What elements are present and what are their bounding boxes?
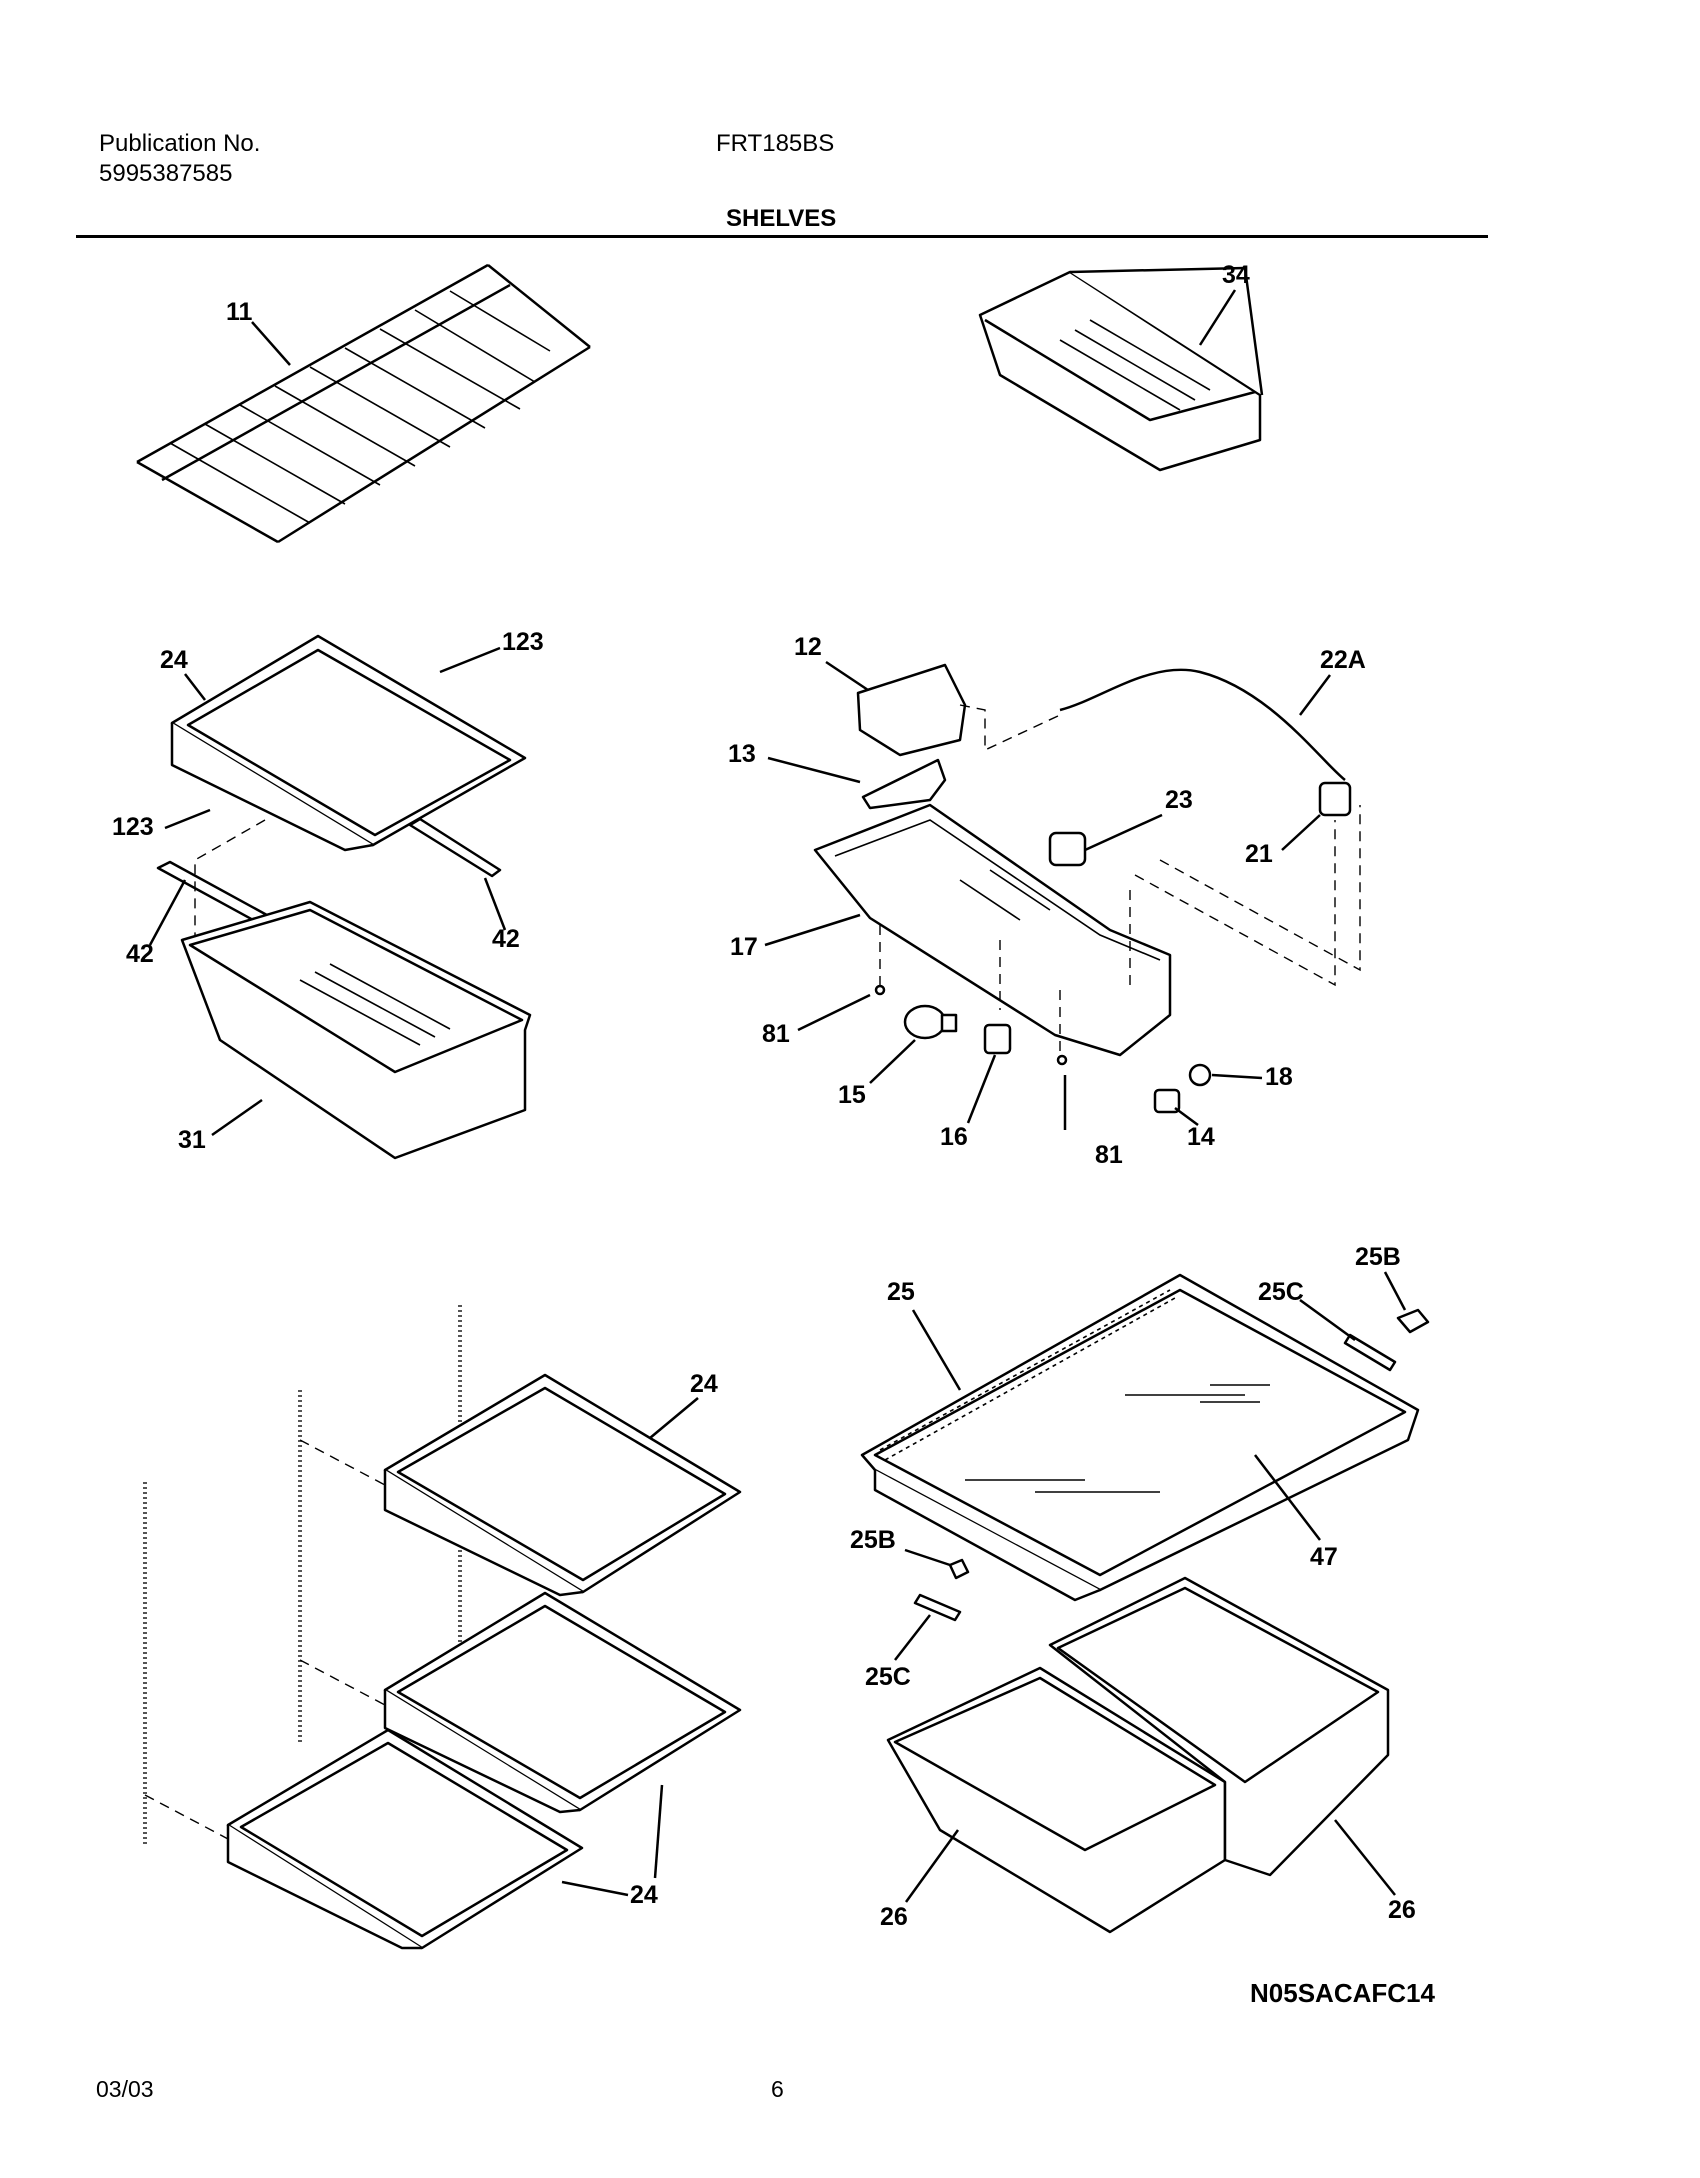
bracket-25C-bottom	[913, 1593, 962, 1622]
pan-31	[180, 900, 532, 1160]
callout-26-right: 26	[1388, 1896, 1416, 1924]
socket-16	[983, 1023, 1012, 1055]
callout-22A: 22A	[1320, 646, 1366, 674]
callout-17: 17	[730, 933, 758, 961]
callout-13: 13	[728, 740, 756, 768]
glass-shelf-24-middle	[383, 1591, 742, 1814]
diagram-code: N05SACAFC14	[1250, 1978, 1435, 2008]
bracket-25C-top	[1343, 1333, 1397, 1372]
clip-25B-top	[1396, 1308, 1430, 1334]
callout-25B-top: 25B	[1355, 1243, 1401, 1271]
callout-47: 47	[1310, 1543, 1338, 1571]
callout-25: 25	[887, 1278, 915, 1306]
glass-shelf-24	[170, 634, 527, 852]
callout-15: 15	[838, 1081, 866, 1109]
callout-81-bottom: 81	[1095, 1141, 1123, 1169]
callout-25B-bottom: 25B	[850, 1526, 896, 1554]
callout-12: 12	[794, 633, 822, 661]
header-rule	[76, 235, 1488, 238]
callout-18: 18	[1265, 1063, 1293, 1091]
callout-21: 21	[1245, 840, 1273, 868]
publication-label: Publication No.	[99, 130, 261, 157]
callout-24-lower: 24	[630, 1881, 658, 1909]
crisper-26-left	[886, 1666, 1227, 1934]
crisper-26-right	[1048, 1576, 1390, 1877]
light-bulb-15	[903, 1004, 958, 1040]
callout-24-top: 24	[160, 646, 188, 674]
thermostat-12	[856, 663, 967, 757]
model-number: FRT185BS	[716, 130, 835, 157]
callout-16: 16	[940, 1123, 968, 1151]
knob-18	[1188, 1063, 1212, 1087]
callout-123-top: 123	[502, 628, 544, 656]
switch-14	[1153, 1088, 1181, 1114]
bracket-13	[861, 758, 947, 810]
callout-42-left: 42	[126, 940, 154, 968]
switch-21	[1318, 781, 1352, 817]
wire-shelf-11	[136, 263, 591, 544]
callout-11: 11	[226, 298, 253, 326]
bin-34	[978, 266, 1264, 472]
callout-24-upper: 24	[690, 1370, 718, 1398]
switch-23	[1048, 831, 1087, 867]
section-title: SHELVES	[726, 205, 837, 232]
glass-shelf-24-upper	[383, 1373, 742, 1597]
callout-25C-top: 25C	[1258, 1278, 1304, 1306]
page-number: 6	[771, 2076, 784, 2102]
crisper-cover-25	[860, 1273, 1420, 1602]
callout-34: 34	[1222, 261, 1250, 289]
callout-26-left: 26	[880, 1903, 908, 1931]
callout-42-right: 42	[492, 925, 520, 953]
callout-14: 14	[1187, 1123, 1215, 1151]
glass-shelf-24-lower	[226, 1728, 584, 1950]
callout-123-left: 123	[112, 813, 154, 841]
wire-harness-22A	[1059, 668, 1346, 781]
clip-25B-bottom	[948, 1558, 970, 1580]
callout-25C-bottom: 25C	[865, 1663, 911, 1691]
publication-number: 5995387585	[99, 160, 233, 187]
footer-date: 03/03	[96, 2076, 154, 2102]
callout-31: 31	[178, 1126, 206, 1154]
callout-81-left: 81	[762, 1020, 790, 1048]
callout-23: 23	[1165, 786, 1193, 814]
control-housing-17	[813, 803, 1172, 1057]
